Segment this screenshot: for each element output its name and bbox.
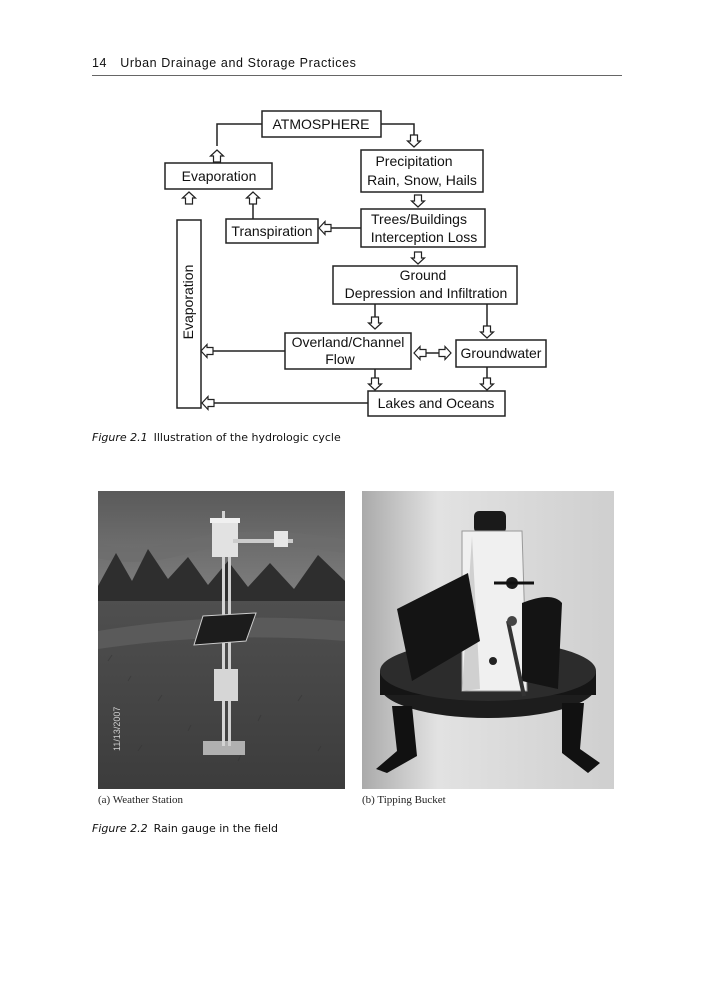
transpiration-box <box>225 218 319 244</box>
arrow-overland-to-evaporation <box>200 343 214 359</box>
evaporation-side-box <box>176 219 202 409</box>
arrow-to-groundwater-side <box>438 345 452 361</box>
arrow-to-groundwater <box>479 325 495 339</box>
tipping-bucket-photo <box>362 491 614 789</box>
arrow-lakes-to-evaporation <box>201 395 215 411</box>
running-header: 14 Urban Drainage and Storage Practices <box>92 56 622 70</box>
page-number: 14 <box>92 56 108 70</box>
groundwater-label: Groundwater <box>461 345 542 361</box>
connector-lines <box>210 123 488 404</box>
ground-label-2: Depression and Infiltration <box>345 285 508 301</box>
precipitation-label-1: Precipitation <box>375 153 452 169</box>
overland-flow-box <box>284 332 412 370</box>
lakes-oceans-box <box>367 390 506 417</box>
evaporation-side-label: Evaporation <box>180 265 196 340</box>
arrow-transpiration-up <box>245 191 261 205</box>
header-rule <box>92 75 622 76</box>
precipitation-box <box>360 149 484 193</box>
transpiration-label: Transpiration <box>231 223 312 239</box>
running-title: Urban Drainage and Storage Practices <box>120 56 357 70</box>
arrow-overland-to-lakes <box>367 377 383 391</box>
figure-2-2-caption: Figure 2.2 Rain gauge in the field <box>92 822 278 835</box>
evaporation-top-label: Evaporation <box>182 168 257 184</box>
arrow-side-evaporation-up <box>181 191 197 205</box>
figure-2-1-caption: Figure 2.1 Illustration of the hydrologic… <box>92 431 341 444</box>
precipitation-label-2: Rain, Snow, Hails <box>367 172 477 188</box>
interception-label-2: Interception Loss <box>371 229 478 245</box>
figure-2-2-label: Figure 2.2 <box>92 822 148 835</box>
atmosphere-box <box>261 110 382 138</box>
figure-2-1-label: Figure 2.1 <box>92 431 148 444</box>
ground-label-1: Ground <box>400 267 447 283</box>
atmosphere-label: ATMOSPHERE <box>273 116 370 132</box>
arrow-to-overland-side <box>413 345 427 361</box>
figure-2-2-caption-text: Rain gauge in the field <box>153 822 279 835</box>
overland-flow-label-1: Overland/Channel <box>292 334 405 350</box>
arrow-to-ground <box>410 251 426 265</box>
arrow-to-interception <box>410 194 426 208</box>
ground-box <box>332 265 518 305</box>
photo-b-label: (b) Tipping Bucket <box>362 794 446 806</box>
arrow-to-evaporation <box>209 149 225 163</box>
hydrologic-cycle-diagram: ATMOSPHERE Evaporation Precipitation Rai… <box>164 110 547 417</box>
photo-a-label: (a) Weather Station <box>98 794 184 806</box>
weather-station-photo: 11/13/2007 <box>98 491 345 789</box>
arrow-to-precipitation <box>406 134 422 148</box>
lakes-oceans-label: Lakes and Oceans <box>378 395 495 411</box>
overland-flow-label-2: Flow <box>325 351 355 367</box>
arrow-to-transpiration <box>318 220 332 236</box>
arrow-groundwater-to-lakes <box>479 377 495 391</box>
interception-box <box>360 208 486 248</box>
interception-label-1: Trees/Buildings <box>371 211 467 227</box>
arrow-to-overland <box>367 316 383 330</box>
evaporation-top-box <box>164 162 273 190</box>
figure-2-1-caption-text: Illustration of the hydrologic cycle <box>153 431 341 444</box>
groundwater-box <box>455 339 547 368</box>
photo-date-stamp: 11/13/2007 <box>112 707 122 751</box>
